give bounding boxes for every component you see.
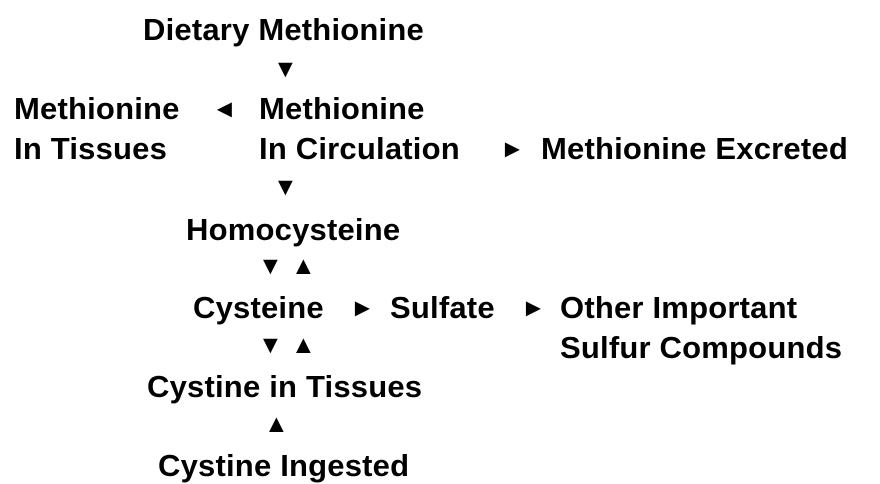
node-cystine-in-tissues: Cystine in Tissues [147,369,423,404]
arrow-down-icon: ▼ [258,252,283,280]
node-other-sulfur-line1: Other Important [560,290,798,325]
arrow-up-icon: ▲ [264,410,289,438]
node-dietary-methionine: Dietary Methionine [143,12,424,47]
arrow-right-icon: ► [350,294,375,322]
node-methionine-in-tissues-line1: Methionine [14,91,180,126]
node-sulfate: Sulfate [390,290,495,325]
arrow-up-icon: ▲ [291,252,316,280]
arrow-right-icon: ► [521,294,546,322]
node-cysteine: Cysteine [193,290,324,325]
node-cystine-ingested: Cystine Ingested [158,448,410,483]
arrow-down-icon: ▼ [273,55,298,83]
arrow-up-icon: ▲ [291,331,316,359]
node-methionine-in-circulation-line1: Methionine [259,91,425,126]
node-methionine-in-circulation-line2: In Circulation [259,131,460,166]
node-methionine-excreted: Methionine Excreted [541,131,848,166]
node-other-sulfur-line2: Sulfur Compounds [560,330,843,365]
node-methionine-in-tissues-line2: In Tissues [14,131,168,166]
arrow-down-icon: ▼ [258,331,283,359]
arrow-right-icon: ► [500,135,525,163]
node-homocysteine: Homocysteine [186,212,401,247]
arrow-left-icon: ◄ [212,95,237,123]
arrow-down-icon: ▼ [273,173,298,201]
